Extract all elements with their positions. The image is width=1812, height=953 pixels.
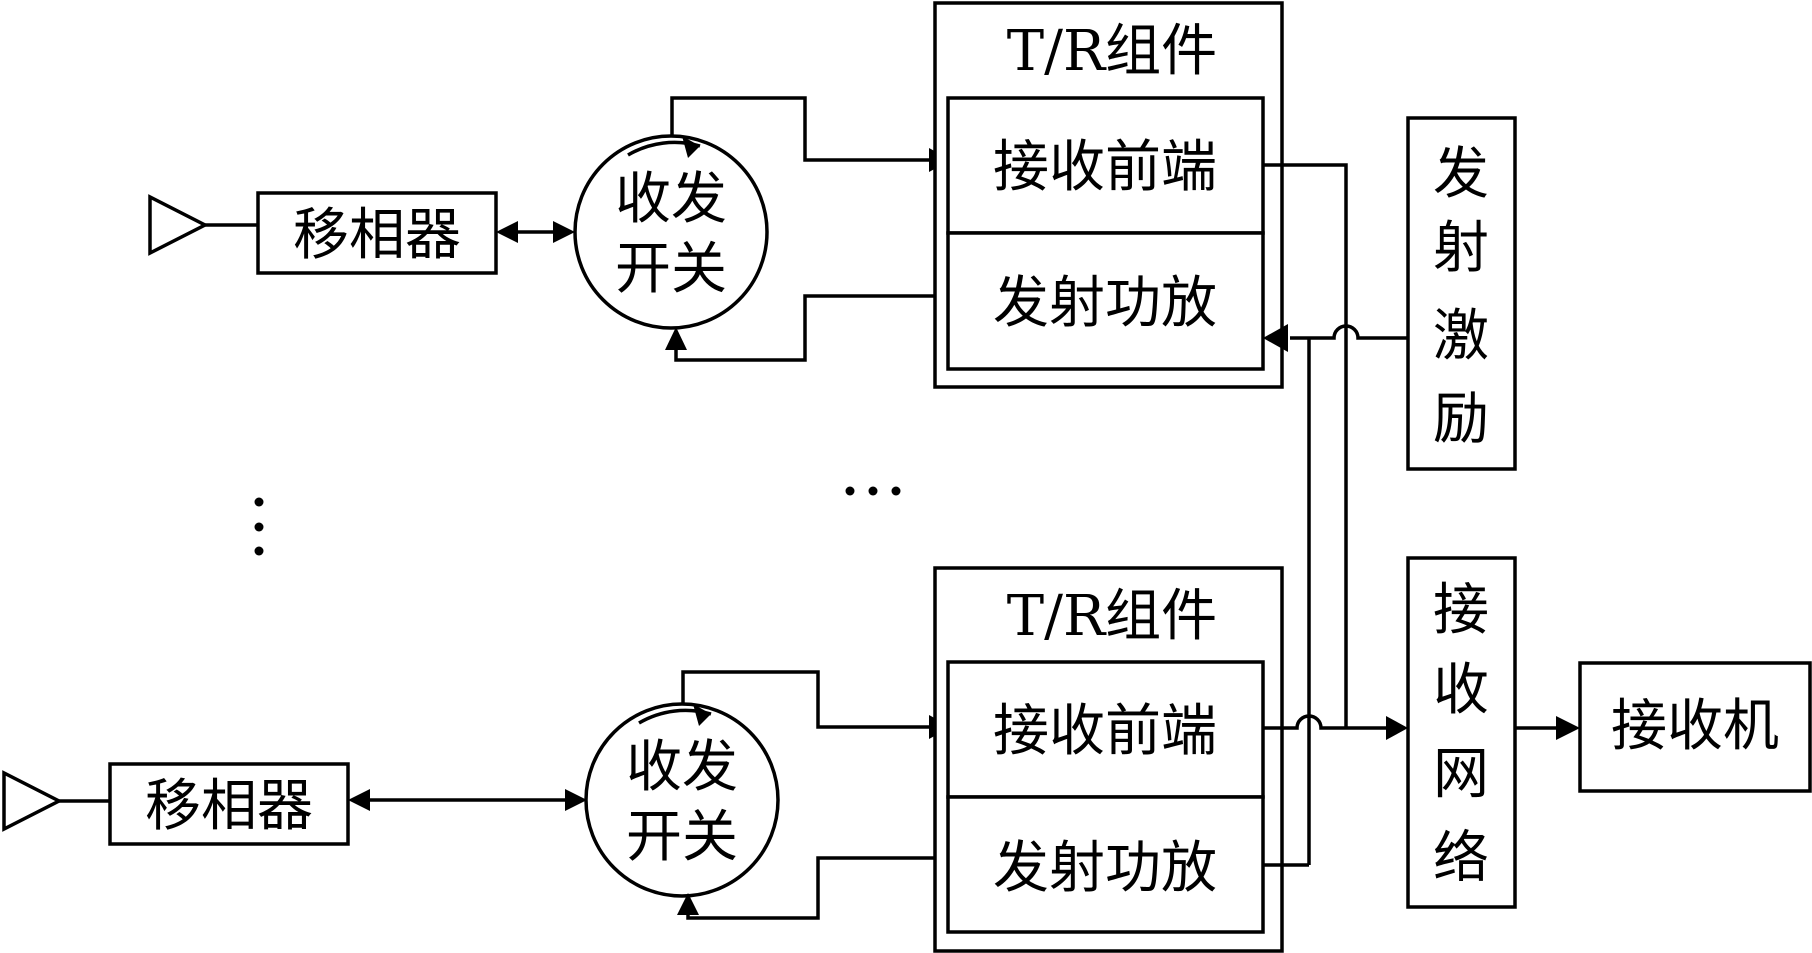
phase-shifter-box [256, 191, 498, 275]
receiver-box [1578, 661, 1812, 793]
tr-switch-label-line2: 开关 [626, 805, 738, 870]
rx-network-char-3: 网 [1433, 742, 1489, 807]
transmit-amp-label-top: 发射功放 [993, 271, 1217, 336]
rx-network-block: 接 收 网 络 [1406, 556, 1517, 909]
transmit-amp-box-top [946, 231, 1265, 371]
receive-frontend-box-bottom [946, 660, 1265, 799]
tx-excitation-box [1406, 116, 1517, 471]
phase-shifter-label: 移相器 [145, 774, 313, 839]
rx-network-char-2: 收 [1433, 658, 1489, 723]
tx-excitation-block: 发 射 激 励 [1406, 116, 1517, 471]
receiver-block: 接收机 [1578, 661, 1812, 793]
horizontal-ellipsis [845, 486, 901, 496]
tx-excitation-char-4: 励 [1433, 387, 1489, 452]
tr-switch-label-line1: 收发 [615, 167, 727, 232]
rx-network-char-1: 接 [1433, 578, 1489, 643]
rx-network-char-4: 络 [1433, 826, 1489, 891]
bidirectional-arrow [496, 221, 575, 243]
tr-module-label-bottom: T/R组件 [1007, 584, 1217, 649]
receiver-label: 接收机 [1611, 694, 1779, 759]
rx-network-box [1406, 556, 1517, 909]
antenna-icon [148, 194, 209, 256]
bottom-chain: 移相器 收发 开关 T/R组件 接收前端 发射功放 [2, 566, 1284, 953]
phase-shifter-box [108, 762, 350, 846]
top-chain: 移相器 收发 开关 T/R组件 接收前端 发射功放 [148, 1, 1284, 389]
vertical-ellipsis [254, 497, 264, 556]
bus-wiring [1263, 163, 1580, 867]
tx-excitation-char-2: 射 [1433, 216, 1489, 281]
tx-excitation-char-1: 发 [1433, 142, 1489, 207]
transmit-amp-label-bottom: 发射功放 [993, 836, 1217, 901]
tr-switch-label-line1: 收发 [626, 735, 738, 800]
tr-module-label-top: T/R组件 [1007, 19, 1217, 84]
bidirectional-arrow [348, 789, 587, 811]
tr-switch-label-line2: 开关 [615, 237, 727, 302]
receive-frontend-label-bottom: 接收前端 [993, 699, 1217, 764]
antenna-icon [2, 770, 63, 832]
phase-shifter-label: 移相器 [293, 203, 461, 268]
receive-frontend-label-top: 接收前端 [993, 135, 1217, 200]
tx-excitation-char-3: 激 [1433, 304, 1489, 369]
